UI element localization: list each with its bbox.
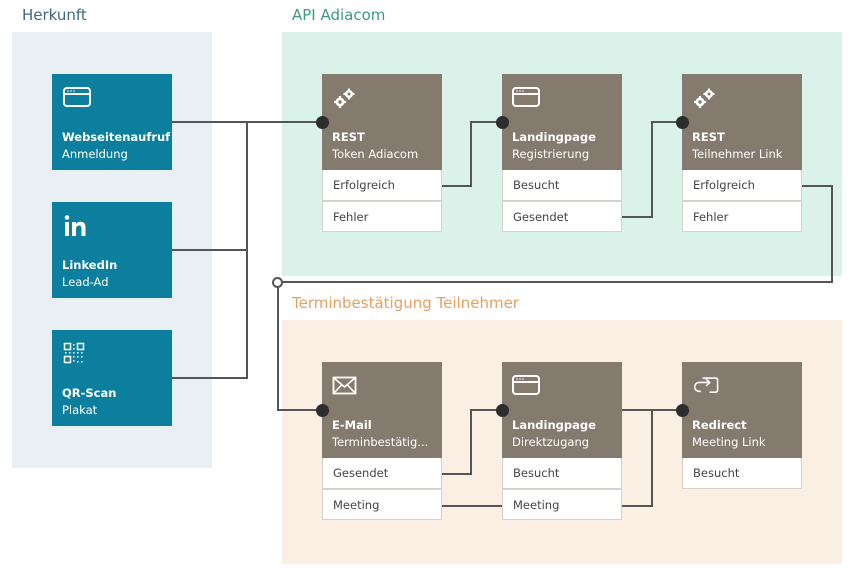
source-title: Webseitenaufruf [62, 130, 171, 144]
source-title: LinkedIn [62, 258, 118, 272]
node-redirect-meeting-link[interactable]: Redirect Meeting Link Besucht [682, 362, 802, 489]
node-subtitle: Registrierung [512, 147, 590, 161]
qr-code-icon [63, 342, 85, 364]
output-gesendet[interactable]: Gesendet [502, 201, 622, 232]
node-title: Landingpage [512, 130, 596, 144]
node-rest-token[interactable]: REST Token Adiacom Erfolgreich Fehler [322, 74, 442, 232]
redirect-icon [693, 377, 719, 393]
node-email-terminbestaetigung[interactable]: E-Mail Terminbestätig... Gesendet Meetin… [322, 362, 442, 520]
group-title-api: API Adiacom [292, 6, 386, 24]
node-header: REST Teilnehmer Link [682, 74, 802, 170]
output-erfolgreich[interactable]: Erfolgreich [682, 170, 802, 201]
source-webseitenaufruf[interactable]: Webseitenaufruf Anmeldung [52, 74, 172, 170]
node-title: Redirect [692, 418, 747, 432]
node-title: Landingpage [512, 418, 596, 432]
output-besucht[interactable]: Besucht [682, 458, 802, 489]
node-header: Landingpage Direktzugang [502, 362, 622, 458]
input-connector[interactable] [496, 116, 509, 129]
node-subtitle: Token Adiacom [332, 147, 419, 161]
node-header: E-Mail Terminbestätig... [322, 362, 442, 458]
source-title: QR-Scan [62, 386, 117, 400]
output-erfolgreich[interactable]: Erfolgreich [322, 170, 442, 201]
input-connector[interactable] [316, 404, 329, 417]
node-title: REST [332, 130, 365, 144]
node-landingpage-registrierung[interactable]: Landingpage Registrierung Besucht Gesend… [502, 74, 622, 232]
node-landingpage-direktzugang[interactable]: Landingpage Direktzugang Besucht Meeting [502, 362, 622, 520]
node-header: Redirect Meeting Link [682, 362, 802, 458]
browser-window-icon [63, 87, 91, 107]
input-connector[interactable] [676, 116, 689, 129]
group-title-termin: Terminbestätigung Teilnehmer [292, 294, 519, 312]
browser-window-icon [512, 87, 540, 107]
source-subtitle: Plakat [62, 403, 98, 417]
output-besucht[interactable]: Besucht [502, 170, 622, 201]
output-gesendet[interactable]: Gesendet [322, 458, 442, 489]
node-subtitle: Terminbestätig... [332, 435, 429, 449]
node-title: E-Mail [332, 418, 372, 432]
source-qr-scan[interactable]: QR-Scan Plakat [52, 330, 172, 426]
junction-connector [272, 277, 283, 288]
source-subtitle: Anmeldung [62, 147, 128, 161]
node-subtitle: Teilnehmer Link [692, 147, 783, 161]
group-title-herkunft: Herkunft [22, 6, 87, 24]
node-subtitle: Direktzugang [512, 435, 590, 449]
output-meeting[interactable]: Meeting [502, 489, 622, 520]
output-fehler[interactable]: Fehler [322, 201, 442, 232]
mail-icon [332, 376, 357, 395]
gears-icon [694, 88, 715, 108]
input-connector[interactable] [676, 404, 689, 417]
source-subtitle: Lead-Ad [62, 275, 109, 289]
gears-icon [334, 88, 355, 108]
output-besucht[interactable]: Besucht [502, 458, 622, 489]
output-meeting[interactable]: Meeting [322, 489, 442, 520]
node-subtitle: Meeting Link [692, 435, 766, 449]
linkedin-icon [64, 215, 86, 236]
input-connector[interactable] [496, 404, 509, 417]
browser-window-icon [512, 375, 540, 395]
source-linkedin[interactable]: LinkedIn Lead-Ad [52, 202, 172, 298]
node-header: Landingpage Registrierung [502, 74, 622, 170]
node-header: REST Token Adiacom [322, 74, 442, 170]
input-connector[interactable] [316, 116, 329, 129]
node-rest-teilnehmer-link[interactable]: REST Teilnehmer Link Erfolgreich Fehler [682, 74, 802, 232]
output-fehler[interactable]: Fehler [682, 201, 802, 232]
node-title: REST [692, 130, 725, 144]
